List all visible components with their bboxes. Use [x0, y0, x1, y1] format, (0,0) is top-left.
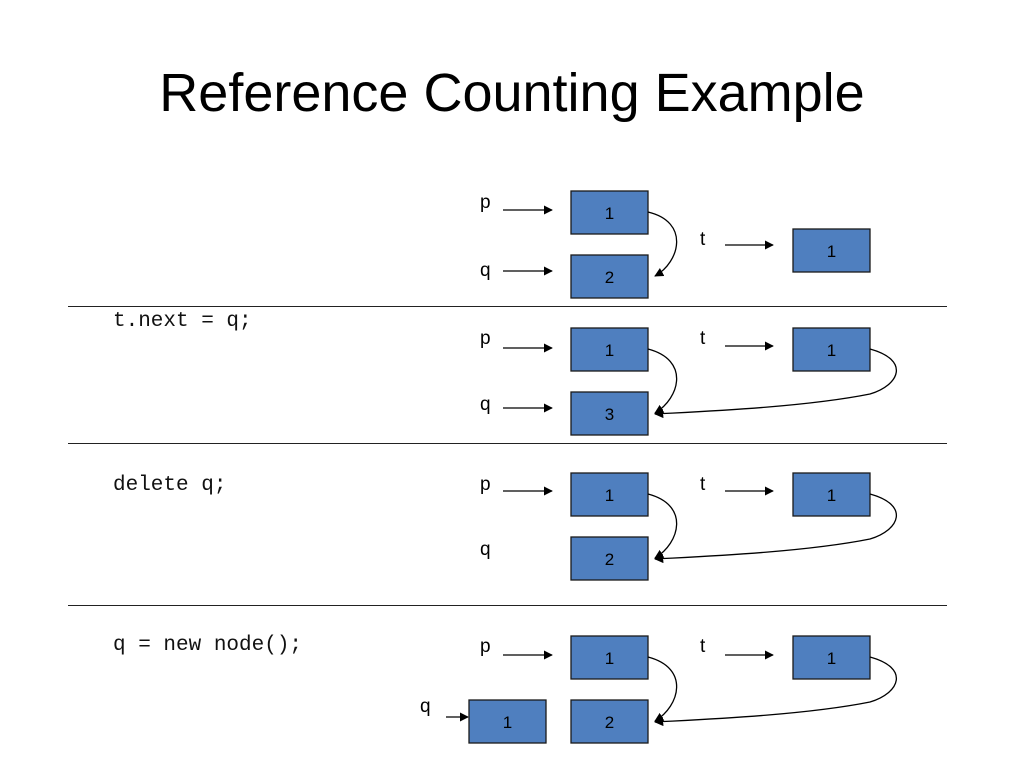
node-box [792, 327, 871, 372]
code-line-t-next: t.next = q; [113, 310, 252, 333]
node-count-t: 1 [827, 341, 836, 360]
var-label-q: q [480, 260, 491, 281]
arrow-next-link [647, 348, 678, 414]
divider-2 [68, 443, 947, 444]
node-box [570, 190, 649, 235]
arrow-t-next-link [654, 656, 897, 727]
var-label-q: q [480, 539, 491, 560]
var-label-t: t [700, 474, 706, 495]
step-1-diagram: p 1 q 3 t 1 [480, 327, 897, 436]
node-box [468, 699, 547, 744]
slide-title: Reference Counting Example [159, 63, 865, 123]
node-count-p: 1 [605, 204, 614, 223]
node-box [570, 391, 649, 436]
step-3-diagram: p 1 q 1 2 t 1 [420, 635, 897, 744]
var-label-p: p [480, 474, 491, 495]
arrow-next-link [647, 493, 678, 559]
var-label-t: t [700, 328, 706, 349]
node-count-t: 1 [827, 486, 836, 505]
var-label-p: p [480, 636, 491, 657]
divider-1 [68, 306, 947, 307]
node-count-p: 1 [605, 341, 614, 360]
divider-3 [68, 605, 947, 606]
node-count-q: 2 [605, 713, 614, 732]
node-count-q: 2 [605, 268, 614, 287]
var-label-q: q [420, 696, 431, 717]
node-count-p: 1 [605, 649, 614, 668]
node-count-p: 1 [605, 486, 614, 505]
node-box [570, 472, 649, 517]
node-count-t: 1 [827, 649, 836, 668]
code-line-new-node: q = new node(); [113, 634, 303, 657]
code-line-delete-q: delete q; [113, 474, 227, 497]
step-2-diagram: p 1 q 2 t 1 [480, 472, 897, 581]
node-box [570, 699, 649, 744]
var-label-t: t [700, 229, 706, 250]
node-box [570, 536, 649, 581]
var-label-p: p [480, 328, 491, 349]
var-label-t: t [700, 636, 706, 657]
arrow-t-next-link [654, 348, 897, 419]
node-count-q: 2 [605, 550, 614, 569]
var-label-p: p [480, 192, 491, 213]
node-count-new: 1 [503, 713, 512, 732]
node-box [570, 327, 649, 372]
step-0-diagram: p 1 q 2 t 1 [480, 190, 871, 299]
node-count-t: 1 [827, 242, 836, 261]
var-label-q: q [480, 394, 491, 415]
node-box [570, 254, 649, 299]
node-box [792, 472, 871, 517]
node-count-q: 3 [605, 405, 614, 424]
node-box [792, 228, 871, 273]
arrow-next-link [647, 656, 678, 722]
arrow-t-next-link [654, 493, 897, 564]
arrow-next-link [647, 211, 678, 277]
